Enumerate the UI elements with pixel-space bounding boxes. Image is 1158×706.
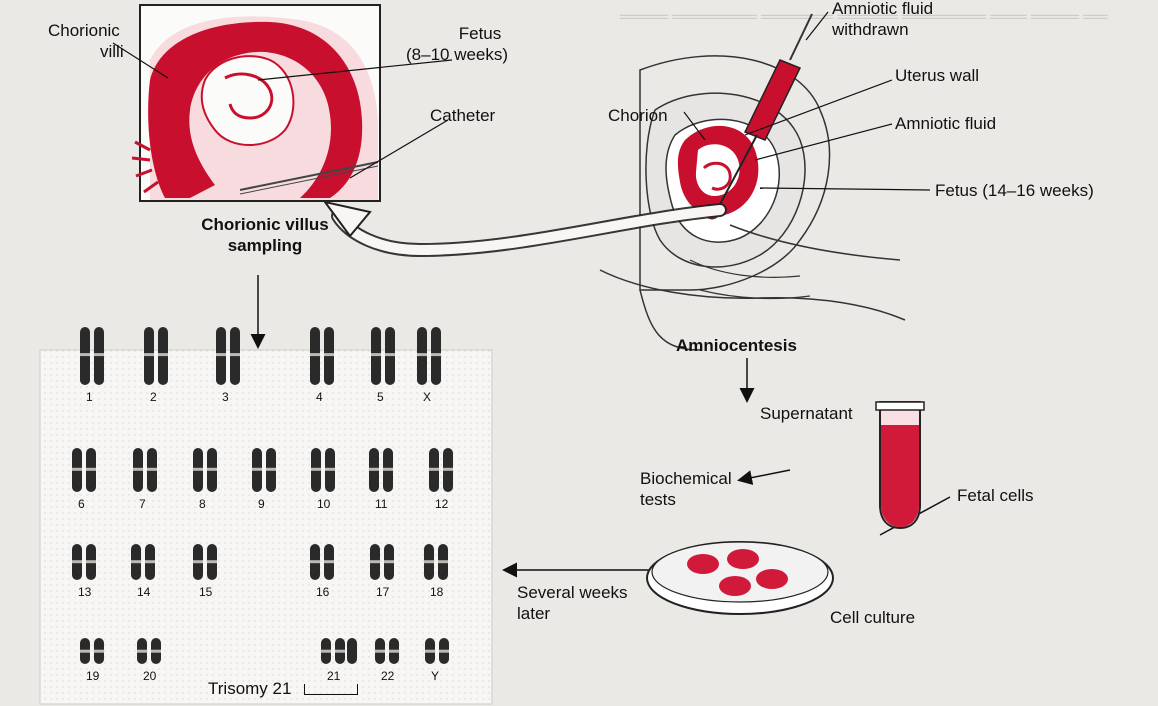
label-fetus-late: Fetus (14–16 weeks) xyxy=(935,180,1094,201)
label-fetus-early-line2: (8–10 weeks) xyxy=(406,44,508,65)
label-cvs-title-line2: sampling xyxy=(150,235,380,256)
chromosome-label-10: 10 xyxy=(317,497,330,511)
chromosome-label-6: 6 xyxy=(78,497,85,511)
label-fetus-early-line1: Fetus xyxy=(430,23,530,44)
label-chorionic-villi-line2: villi xyxy=(100,41,124,62)
petri-dish-icon xyxy=(647,542,833,614)
label-cell-culture: Cell culture xyxy=(830,607,915,628)
label-fetal-cells: Fetal cells xyxy=(957,485,1034,506)
label-amniotic-fluid-withdrawn-line1: Amniotic fluid xyxy=(832,0,933,19)
chromosome-label-13: 13 xyxy=(78,585,91,599)
label-amniocentesis: Amniocentesis xyxy=(676,335,797,356)
chromosome-label-2: 2 xyxy=(150,390,157,404)
chromosome-label-5: 5 xyxy=(377,390,384,404)
chromosome-label-21: 21 xyxy=(327,669,340,683)
label-biochemical-tests-line1: Biochemical xyxy=(640,468,732,489)
chromosome-label-17: 17 xyxy=(376,585,389,599)
label-several-weeks-line2: later xyxy=(517,603,550,624)
label-supernatant: Supernatant xyxy=(760,403,853,424)
label-chorionic-villi-line1: Chorionic xyxy=(48,20,120,41)
chromosome-label-7: 7 xyxy=(139,497,146,511)
chromosome-label-4: 4 xyxy=(316,390,323,404)
amniocentesis-anatomy xyxy=(600,56,905,350)
chromosome-label-8: 8 xyxy=(199,497,206,511)
chromosome-label-19: 19 xyxy=(86,669,99,683)
label-cvs-title-line1: Chorionic villus xyxy=(150,214,380,235)
label-biochemical-tests-line2: tests xyxy=(640,489,676,510)
chromosome-label-X: X xyxy=(423,390,431,404)
chromosome-label-15: 15 xyxy=(199,585,212,599)
chromosome-label-14: 14 xyxy=(137,585,150,599)
test-tube-icon xyxy=(876,402,924,528)
chromosome-label-12: 12 xyxy=(435,497,448,511)
chromosome-label-16: 16 xyxy=(316,585,329,599)
chromosome-label-9: 9 xyxy=(258,497,265,511)
chromosome-label-22: 22 xyxy=(381,669,394,683)
chromosome-label-3: 3 xyxy=(222,390,229,404)
chromosome-label-1: 1 xyxy=(86,390,93,404)
label-catheter: Catheter xyxy=(430,105,495,126)
chromosome-label-20: 20 xyxy=(143,669,156,683)
trisomy-bracket xyxy=(304,684,358,695)
label-amniotic-fluid-withdrawn-line2: withdrawn xyxy=(832,19,909,40)
chromosome-label-Y: Y xyxy=(431,669,439,683)
chromosome-label-11: 11 xyxy=(375,497,387,511)
label-chorion: Chorion xyxy=(608,105,668,126)
label-several-weeks-line1: Several weeks xyxy=(517,582,628,603)
label-uterus-wall: Uterus wall xyxy=(895,65,979,86)
chromosome-label-18: 18 xyxy=(430,585,443,599)
label-trisomy: Trisomy 21 xyxy=(208,678,291,699)
cvs-inset xyxy=(132,5,380,201)
label-amniotic-fluid: Amniotic fluid xyxy=(895,113,996,134)
chromosome-pair-21 xyxy=(321,638,357,664)
